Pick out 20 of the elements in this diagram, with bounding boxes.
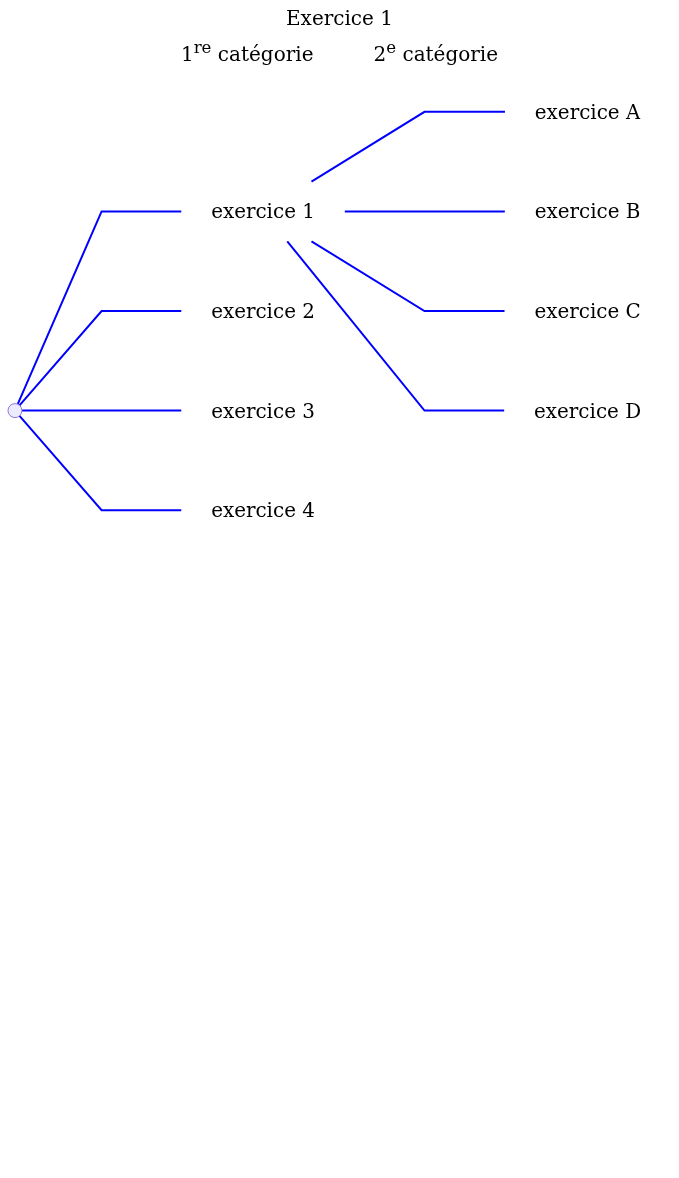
connector: [310, 110, 506, 183]
title: Exercice 1: [285, 6, 394, 30]
node-text: exercice D: [534, 398, 642, 423]
connector: [18, 414, 183, 511]
node-text: exercice 3: [211, 398, 315, 423]
node-text: exercice 4: [211, 497, 315, 522]
node-text: exercice B: [534, 199, 641, 224]
connector: [18, 309, 183, 406]
node-point: [7, 402, 23, 418]
node-text: exercice C: [534, 298, 641, 323]
node-text: exercice 2: [211, 298, 315, 323]
connector: [310, 239, 506, 312]
connector: [343, 210, 506, 213]
column-heading: 1$^{re}$ catégorie: [180, 38, 314, 66]
connector: [286, 239, 506, 412]
node-text: exercice A: [534, 99, 641, 124]
node-text: exercice 1: [211, 199, 315, 224]
column-heading: 2$^{e}$ catégorie: [373, 38, 499, 66]
connector: [16, 210, 183, 405]
connector: [20, 409, 183, 412]
